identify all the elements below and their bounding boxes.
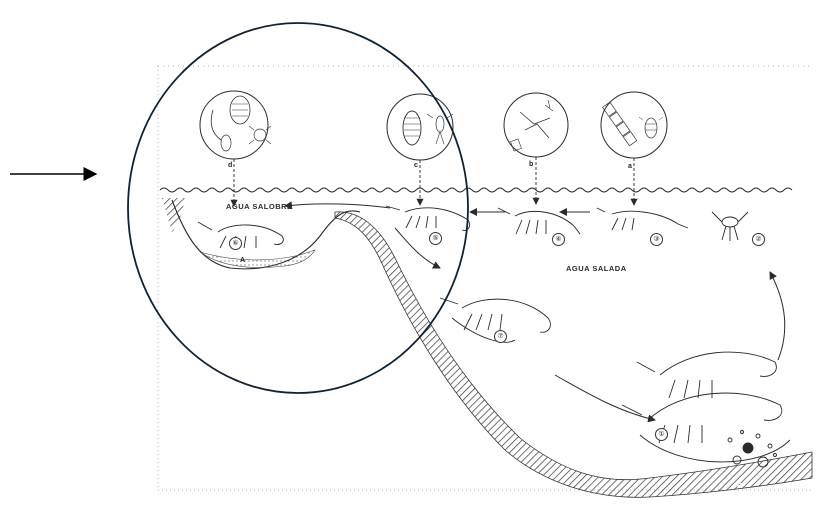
lagoon-bank-hatch <box>162 198 185 232</box>
stage-label-3: ③ <box>650 233 663 246</box>
inset-letter-c: c <box>414 162 418 169</box>
area-letter-B: B <box>737 483 742 490</box>
food-inset-b <box>504 93 568 204</box>
brackish-water-label: AGUA SALOBRE <box>226 202 293 211</box>
area-letter-A: A <box>240 257 245 264</box>
stage-label-7: ⑦ <box>494 330 507 343</box>
stage-2-larva <box>712 212 748 241</box>
stage-label-5: ⑤ <box>429 232 442 245</box>
water-surface <box>160 188 792 192</box>
inset-letter-b: b <box>529 161 533 168</box>
salt-water-label: AGUA SALADA <box>566 264 627 273</box>
flow-arrows <box>285 204 785 420</box>
stage-3-larva <box>597 208 688 230</box>
stage-1-adults-spawning <box>622 352 790 467</box>
inset-letter-d: d <box>228 162 232 169</box>
lagoon-sediment <box>200 250 315 267</box>
stage-5-juvenile <box>386 206 470 230</box>
stage-label-6: ⑥ <box>229 237 242 250</box>
stage-label-2: ② <box>752 233 765 246</box>
food-inset-d <box>200 91 271 206</box>
inset-letter-a: a <box>628 163 632 170</box>
stage-label-4: ④ <box>552 233 565 246</box>
sea-floor-band <box>335 212 812 497</box>
stage-label-1: ① <box>655 428 668 441</box>
